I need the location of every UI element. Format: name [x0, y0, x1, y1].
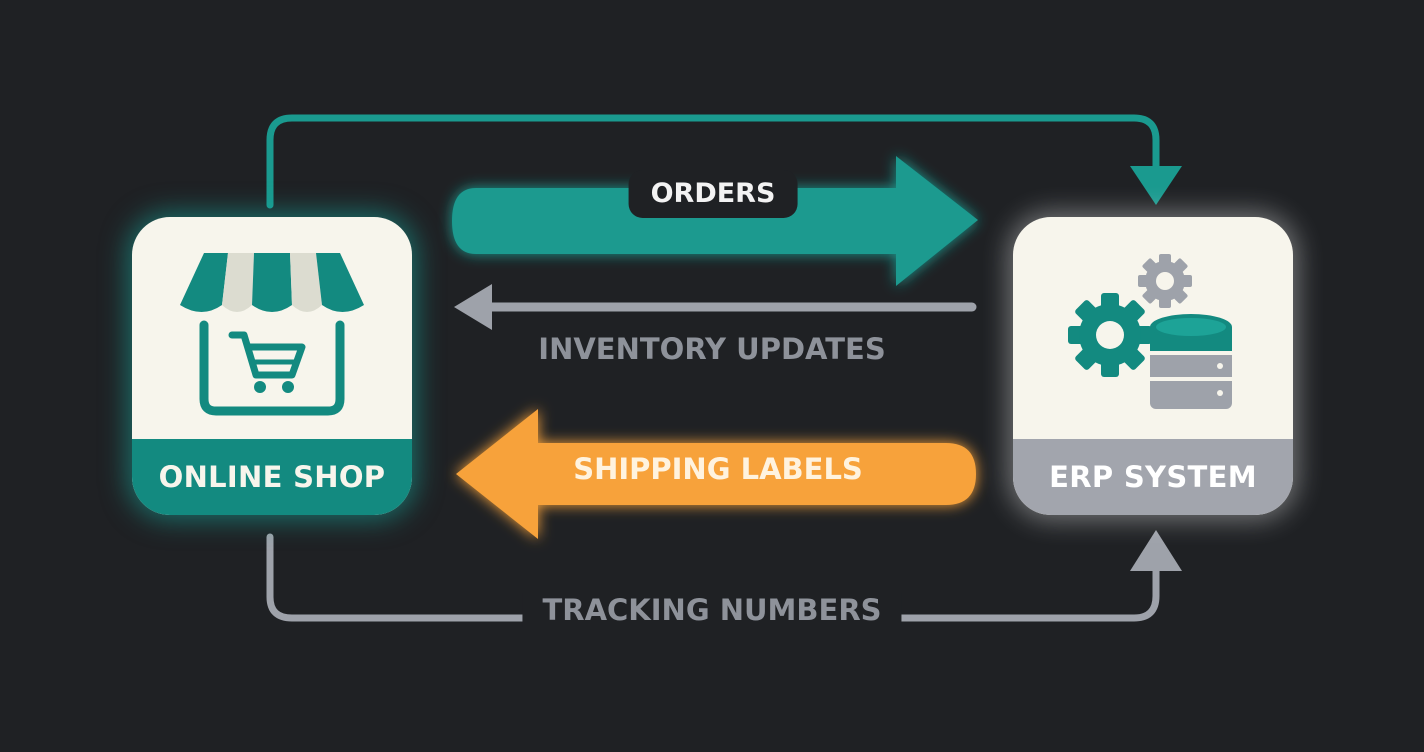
- top-loop-connector: [266, 114, 1182, 209]
- tracking-numbers-label: TRACKING NUMBERS: [522, 593, 902, 627]
- inventory-arrow: [454, 284, 977, 330]
- online-shop-node: ONLINE SHOP: [132, 217, 412, 515]
- top-loop-arrowhead: [1130, 166, 1182, 205]
- erp-system-label: ERP SYSTEM: [1013, 439, 1293, 515]
- erp-icon: [1068, 254, 1232, 409]
- orders-arrow: [452, 156, 978, 286]
- bottom-loop-arrowhead: [1130, 530, 1182, 571]
- database-icon: [1150, 314, 1232, 409]
- small-gear-icon: [1138, 254, 1192, 308]
- storefront-icon: [180, 253, 364, 416]
- online-shop-label: ONLINE SHOP: [132, 439, 412, 515]
- shipping-labels-label: SHIPPING LABELS: [573, 452, 863, 486]
- orders-label: ORDERS: [628, 170, 798, 218]
- inventory-updates-label: INVENTORY UPDATES: [538, 332, 886, 366]
- shipping-arrow: [456, 409, 976, 539]
- erp-system-node: ERP SYSTEM: [1013, 217, 1293, 515]
- large-gear-icon: [1068, 293, 1152, 377]
- shopping-cart-icon: [228, 331, 306, 393]
